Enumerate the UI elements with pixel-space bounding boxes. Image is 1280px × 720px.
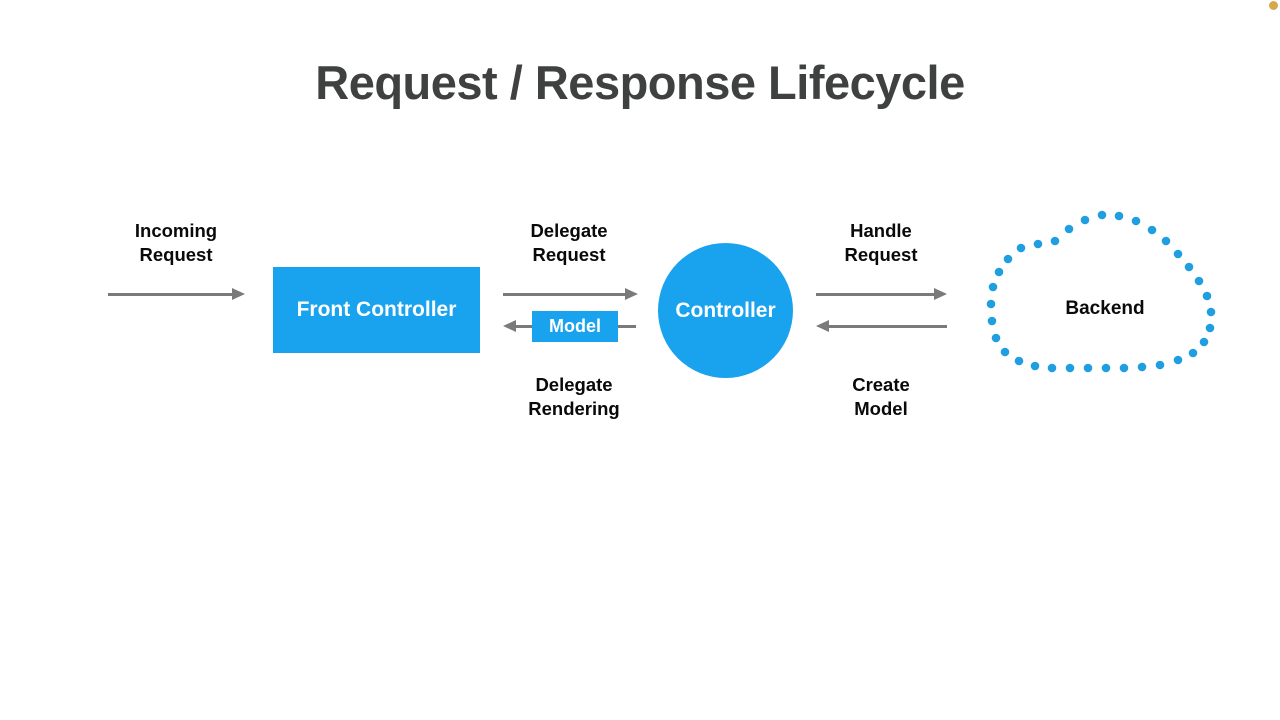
node-controller[interactable]: Controller: [658, 243, 793, 378]
handle-request-arrow: [816, 287, 947, 301]
arrow-shaft: [826, 325, 947, 328]
node-backend-label: Backend: [1065, 298, 1145, 319]
arrow-head-icon: [232, 288, 245, 300]
arrow-head-icon: [816, 320, 829, 332]
label-handle-request: Handle Request: [844, 220, 918, 265]
node-model[interactable]: Model: [532, 311, 618, 342]
label-incoming-request: Incoming Request: [134, 220, 218, 265]
node-model-label: Model: [549, 316, 601, 336]
corner-marker-dot: [1269, 1, 1278, 10]
arrow-head-icon: [625, 288, 638, 300]
label-delegate-request: Delegate Request: [530, 220, 608, 265]
dotted-cloud-icon: [986, 210, 1216, 373]
page-title: Request / Response Lifecycle: [315, 56, 965, 109]
delegate-request-arrow: [503, 287, 638, 301]
node-backend[interactable]: Backend: [985, 208, 1225, 383]
arrow-shaft: [503, 293, 628, 296]
arrow-head-icon: [503, 320, 516, 332]
label-delegate-rendering: Delegate Rendering: [528, 374, 620, 419]
node-controller-label: Controller: [675, 298, 776, 322]
arrow-shaft: [108, 293, 235, 296]
arrow-shaft: [816, 293, 937, 296]
create-model-arrow: [816, 319, 947, 333]
node-front-controller[interactable]: Front Controller: [273, 267, 480, 353]
node-front-controller-label: Front Controller: [296, 298, 457, 321]
label-create-model: Create Model: [852, 374, 910, 419]
incoming-request-arrow: [108, 287, 245, 301]
arrow-head-icon: [934, 288, 947, 300]
